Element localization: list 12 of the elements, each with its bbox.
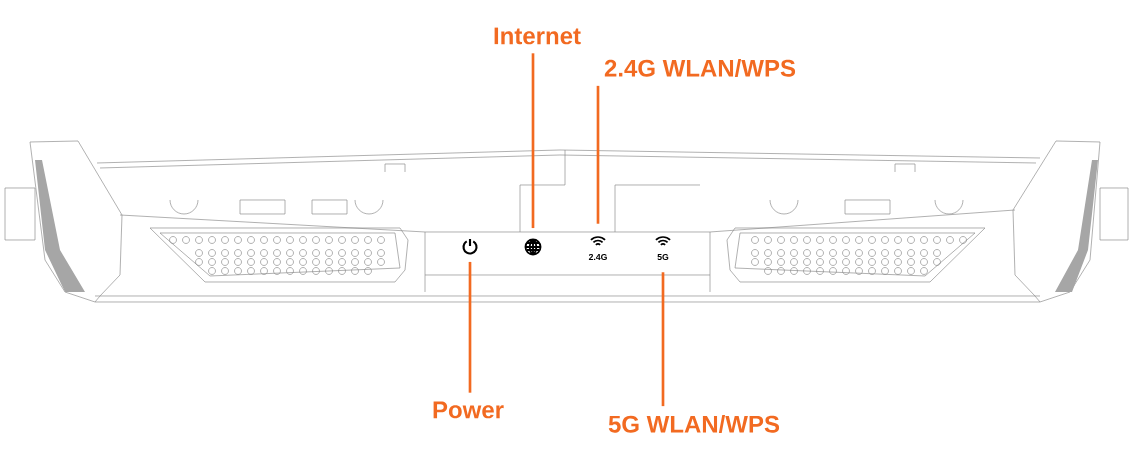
leader-line — [531, 53, 535, 229]
power-icon — [462, 239, 478, 255]
wifi-icon: 5G — [657, 253, 669, 261]
leader-line — [596, 85, 600, 224]
wifi-icon: 2.4G — [588, 253, 607, 261]
leader-line — [468, 261, 472, 393]
callout-label: 5G WLAN/WPS — [608, 415, 780, 433]
leader-line — [661, 272, 665, 407]
callout-label: Internet — [494, 27, 581, 45]
callout-label: 2.4G WLAN/WPS — [604, 59, 796, 77]
globe-icon — [524, 238, 542, 256]
callout-label: Power — [433, 401, 504, 419]
